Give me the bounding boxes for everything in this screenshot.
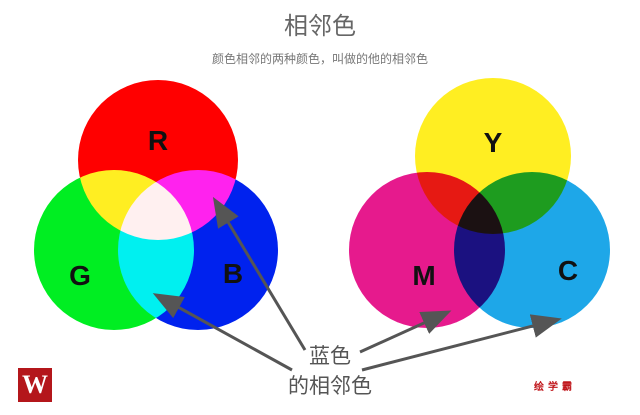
caption-line1: 蓝色 — [309, 344, 351, 368]
arrow-to-cyan — [152, 293, 293, 372]
rgb-additive-diagram — [34, 80, 278, 330]
label-r: R — [148, 125, 168, 156]
label-c: C — [558, 255, 578, 286]
label-y: Y — [484, 127, 503, 158]
caption-line2: 的相邻色 — [288, 374, 372, 398]
label-m: M — [412, 260, 435, 291]
label-g: G — [69, 260, 91, 291]
cyan-circle — [454, 172, 610, 328]
page-subtitle: 颜色相邻的两种颜色，叫做的他的相邻色 — [211, 52, 428, 66]
cmy-subtractive-diagram — [349, 78, 610, 328]
arrow-to-c — [361, 314, 562, 372]
blue-circle — [118, 170, 278, 330]
arrow-to-m — [359, 310, 452, 354]
label-b: B — [223, 258, 243, 289]
arrow-to-magenta — [212, 196, 307, 351]
page-title: 相邻色 — [284, 12, 356, 40]
arrows — [152, 196, 562, 372]
brand-watermark: 绘学霸 — [534, 382, 576, 393]
logo-icon: W — [18, 368, 52, 402]
